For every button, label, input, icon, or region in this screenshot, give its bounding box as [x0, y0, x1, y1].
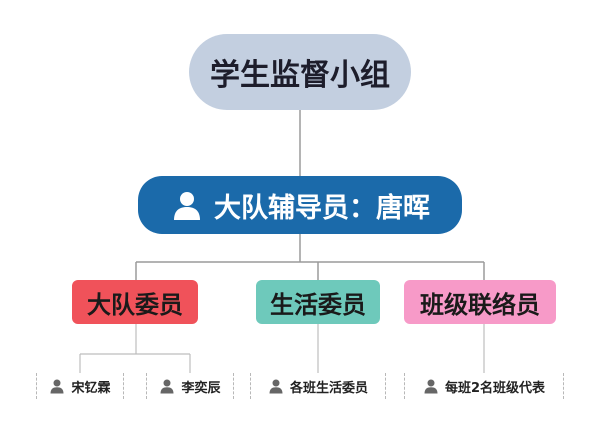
person-icon — [423, 378, 439, 394]
person-icon — [170, 188, 204, 222]
category-label: 班级联络员 — [420, 290, 540, 319]
counselor-node: 大队辅导员：唐晖 — [138, 176, 462, 234]
counselor-label: 大队辅导员：唐晖 — [214, 192, 430, 224]
member-node: 各班生活委员 — [250, 373, 386, 399]
member-node: 李奕辰 — [146, 373, 234, 399]
category-node-life-committee: 生活委员 — [256, 280, 380, 324]
top-node-student-supervision-group: 学生监督小组 — [189, 34, 411, 110]
member-node: 宋钇霖 — [36, 373, 124, 399]
person-icon — [159, 378, 175, 394]
top-node-label: 学生监督小组 — [210, 58, 390, 93]
category-node-brigade-committee: 大队委员 — [72, 280, 198, 324]
member-label: 李奕辰 — [181, 380, 221, 396]
person-icon — [268, 378, 284, 394]
member-label: 宋钇霖 — [71, 380, 111, 396]
member-label: 各班生活委员 — [289, 380, 368, 396]
category-node-class-liaison: 班级联络员 — [404, 280, 556, 324]
member-node: 每班2名班级代表 — [404, 373, 564, 399]
category-label: 生活委员 — [270, 290, 366, 319]
category-label: 大队委员 — [87, 290, 183, 319]
person-icon — [49, 378, 65, 394]
member-label: 每班2名班级代表 — [444, 380, 546, 396]
